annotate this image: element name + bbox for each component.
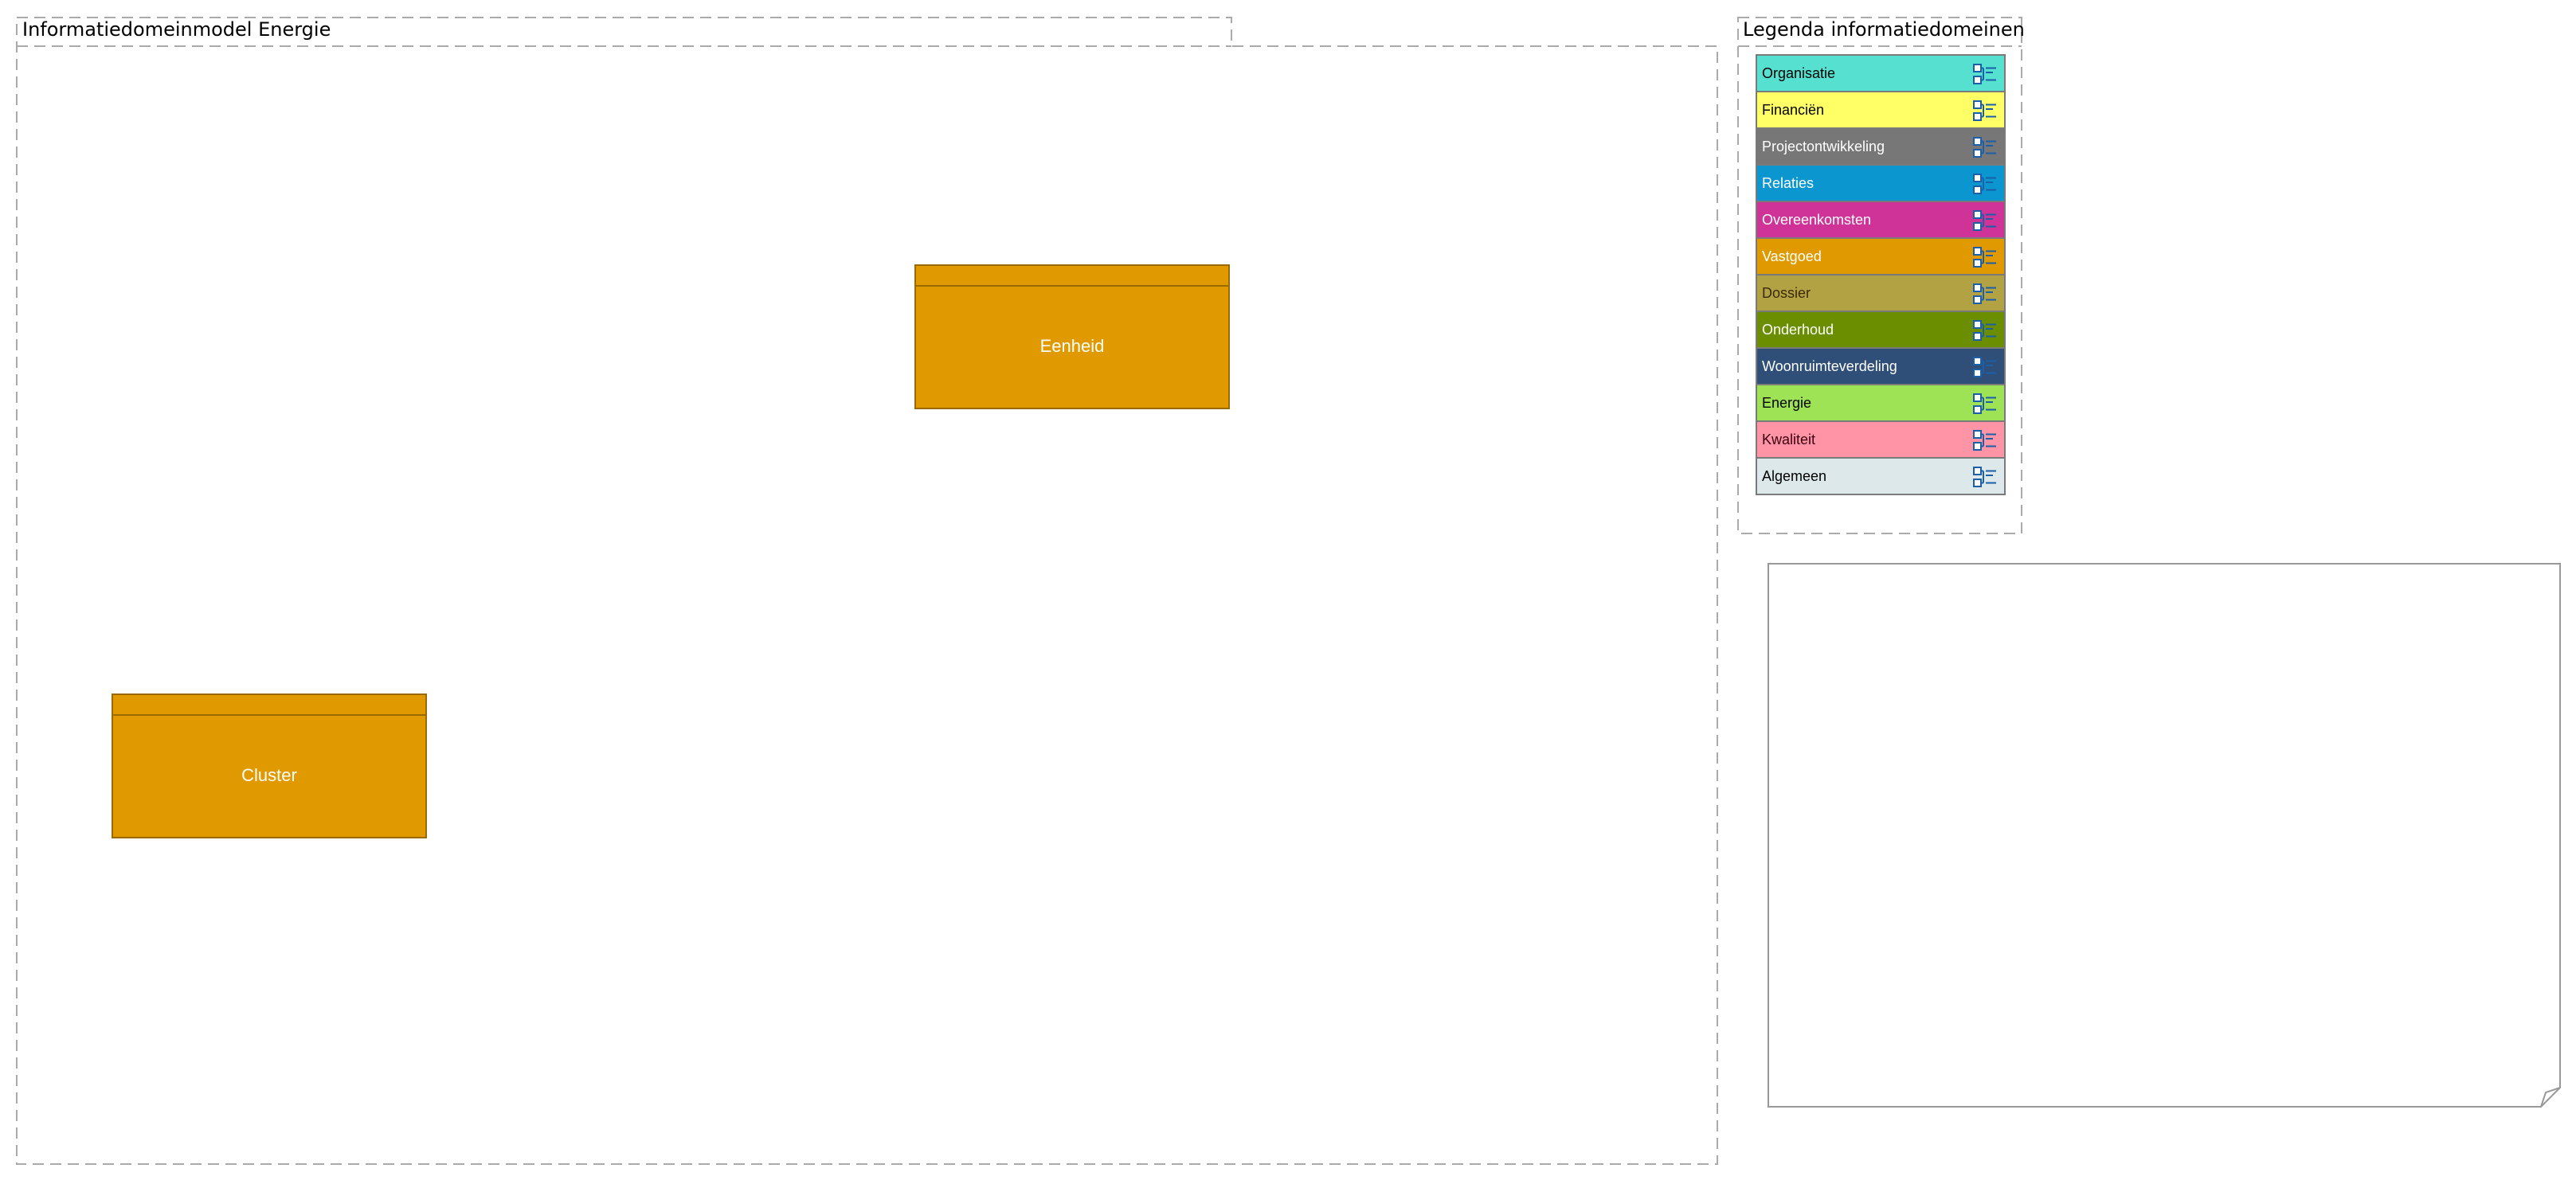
legend-item-label: Energie xyxy=(1762,394,1812,411)
legend-item-label: Onderhoud xyxy=(1762,321,1834,338)
class-diagram-icon xyxy=(1973,357,1996,377)
legend-item-label: Vastgoed xyxy=(1762,248,1822,264)
legend-item-overeenkomsten[interactable]: Overeenkomsten xyxy=(1756,201,2006,239)
class-diagram-icon xyxy=(1973,100,1996,121)
entity-label: Cluster xyxy=(241,765,297,785)
legend-item-vastgoed[interactable]: Vastgoed xyxy=(1756,237,2006,275)
legend-item-onderhoud[interactable]: Onderhoud xyxy=(1756,311,2006,349)
legend-item-label: Relaties xyxy=(1762,174,1815,191)
legend-item-kwaliteit[interactable]: Kwaliteit xyxy=(1756,420,2006,459)
legend-item-label: Organisatie xyxy=(1762,64,1836,81)
legend-item-label: Financiën xyxy=(1762,101,1825,118)
class-diagram-icon xyxy=(1973,430,1996,451)
entity-label: Eenheid xyxy=(1039,336,1105,356)
legend-item-label: Woonruimteverdeling xyxy=(1762,358,1897,374)
class-diagram-icon xyxy=(1973,467,1996,487)
legend-item-label: Overeenkomsten xyxy=(1762,211,1872,228)
class-diagram-icon xyxy=(1973,137,1996,158)
class-diagram-icon xyxy=(1973,393,1996,414)
legend-item-label: Dossier xyxy=(1762,284,1811,301)
entity-eenheid[interactable]: Eenheid xyxy=(914,264,1230,409)
note-frame xyxy=(1768,563,2561,1108)
legend-item-dossier[interactable]: Dossier xyxy=(1756,274,2006,312)
legend-group-frame xyxy=(1737,17,2022,534)
legend-item-label: Algemeen xyxy=(1762,467,1827,484)
class-diagram-icon xyxy=(1973,174,1996,194)
legend-item-financi-n[interactable]: Financiën xyxy=(1756,91,2006,129)
legend-item-projectontwikkeling[interactable]: Projectontwikkeling xyxy=(1756,127,2006,166)
legend-item-organisatie[interactable]: Organisatie xyxy=(1756,54,2006,92)
legend-item-energie[interactable]: Energie xyxy=(1756,384,2006,422)
legend-group-title: Legenda informatiedomeinen xyxy=(1743,18,2025,41)
class-diagram-icon xyxy=(1973,320,1996,341)
legend-item-label: Kwaliteit xyxy=(1762,431,1816,447)
entity-header xyxy=(916,266,1228,287)
legend-item-relaties[interactable]: Relaties xyxy=(1756,164,2006,202)
legend-item-label: Projectontwikkeling xyxy=(1762,138,1885,154)
entity-cluster[interactable]: Cluster xyxy=(112,694,427,838)
class-diagram-icon xyxy=(1973,283,1996,304)
main-group-title: Informatiedomeinmodel Energie xyxy=(22,18,331,41)
legend-item-woonruimteverdeling[interactable]: Woonruimteverdeling xyxy=(1756,347,2006,385)
entity-header xyxy=(113,695,425,716)
class-diagram-icon xyxy=(1973,210,1996,231)
class-diagram-icon xyxy=(1973,64,1996,84)
main-group-frame xyxy=(16,17,1718,1165)
legend-item-algemeen[interactable]: Algemeen xyxy=(1756,457,2006,495)
class-diagram-icon xyxy=(1973,247,1996,268)
